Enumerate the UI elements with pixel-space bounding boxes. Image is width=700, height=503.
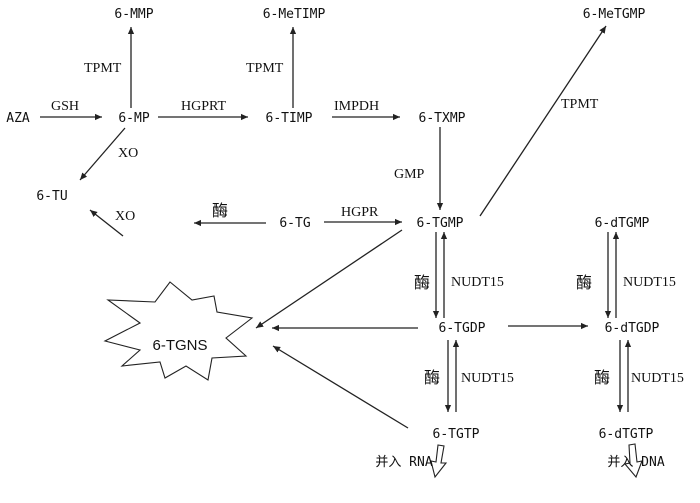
node-6-tgdp: 6-TGDP — [439, 321, 486, 336]
label-xo-mp: XO — [118, 146, 138, 161]
tgns-burst: 6-TGNS — [103, 281, 254, 381]
label-impdh: IMPDH — [334, 99, 379, 114]
node-6-tgmp: 6-TGMP — [417, 216, 464, 231]
enzyme-labels: TPMT TPMT TPMT GSH HGPRT IMPDH XO XO GMP… — [51, 61, 684, 387]
arrow-tg-to-tu — [89, 209, 124, 237]
node-rna: 并入 RNA — [375, 455, 432, 470]
label-tpmt-mmp: TPMT — [84, 61, 122, 76]
label-xo-tg: XO — [115, 209, 135, 224]
node-aza: AZA — [6, 111, 30, 126]
label-enzyme-dtgdp: 酶 — [594, 368, 610, 387]
node-6-mmp: 6-MMP — [114, 7, 153, 22]
node-6-metimp: 6-MeTIMP — [263, 7, 326, 22]
arrow-tgtp-to-tgns — [272, 345, 409, 429]
hollow-arrow-dtgtp-to-dna — [623, 443, 643, 479]
arrows — [40, 25, 643, 479]
starburst-shape — [103, 281, 254, 381]
label-nudt15-tgmp: NUDT15 — [451, 275, 504, 290]
label-enzyme-tg: 酶 — [212, 201, 228, 220]
label-nudt15-dtgdp: NUDT15 — [631, 371, 684, 386]
arrow-mp-to-tu — [79, 127, 126, 181]
node-6-timp: 6-TIMP — [266, 111, 313, 126]
node-6-metgmp: 6-MeTGMP — [583, 7, 646, 22]
label-enzyme-tgmp: 酶 — [414, 273, 430, 292]
node-6-tu: 6-TU — [36, 189, 67, 204]
label-gsh: GSH — [51, 99, 79, 114]
node-6-tgtp: 6-TGTP — [433, 427, 480, 442]
node-6-dtgmp: 6-dTGMP — [595, 216, 650, 231]
label-enzyme-tgdp: 酶 — [424, 368, 440, 387]
node-dna: 并入 DNA — [607, 455, 664, 470]
compound-nodes: 6-MMP 6-MeTIMP 6-MeTGMP AZA 6-MP 6-TIMP … — [6, 7, 665, 470]
label-gmp: GMP — [394, 167, 425, 182]
label-enzyme-dtgmp: 酶 — [576, 273, 592, 292]
label-hgprt: HGPRT — [181, 99, 227, 114]
node-6-dtgdp: 6-dTGDP — [605, 321, 660, 336]
label-tpmt-metgmp: TPMT — [561, 97, 599, 112]
arrow-tgmp-to-metgmp — [479, 25, 607, 217]
node-6-dtgtp: 6-dTGTP — [599, 427, 654, 442]
label-hgpr: HGPR — [341, 205, 379, 220]
label-nudt15-tgdp: NUDT15 — [461, 371, 514, 386]
node-6-mp: 6-MP — [118, 111, 149, 126]
arrow-tgmp-to-tgns — [255, 229, 403, 329]
label-tpmt-metimp: TPMT — [246, 61, 284, 76]
node-6-tgns: 6-TGNS — [152, 337, 207, 354]
node-6-txmp: 6-TXMP — [419, 111, 466, 126]
hollow-arrow-tgtp-to-rna — [430, 444, 448, 479]
label-nudt15-dtgmp: NUDT15 — [623, 275, 676, 290]
node-6-tg: 6-TG — [279, 216, 310, 231]
